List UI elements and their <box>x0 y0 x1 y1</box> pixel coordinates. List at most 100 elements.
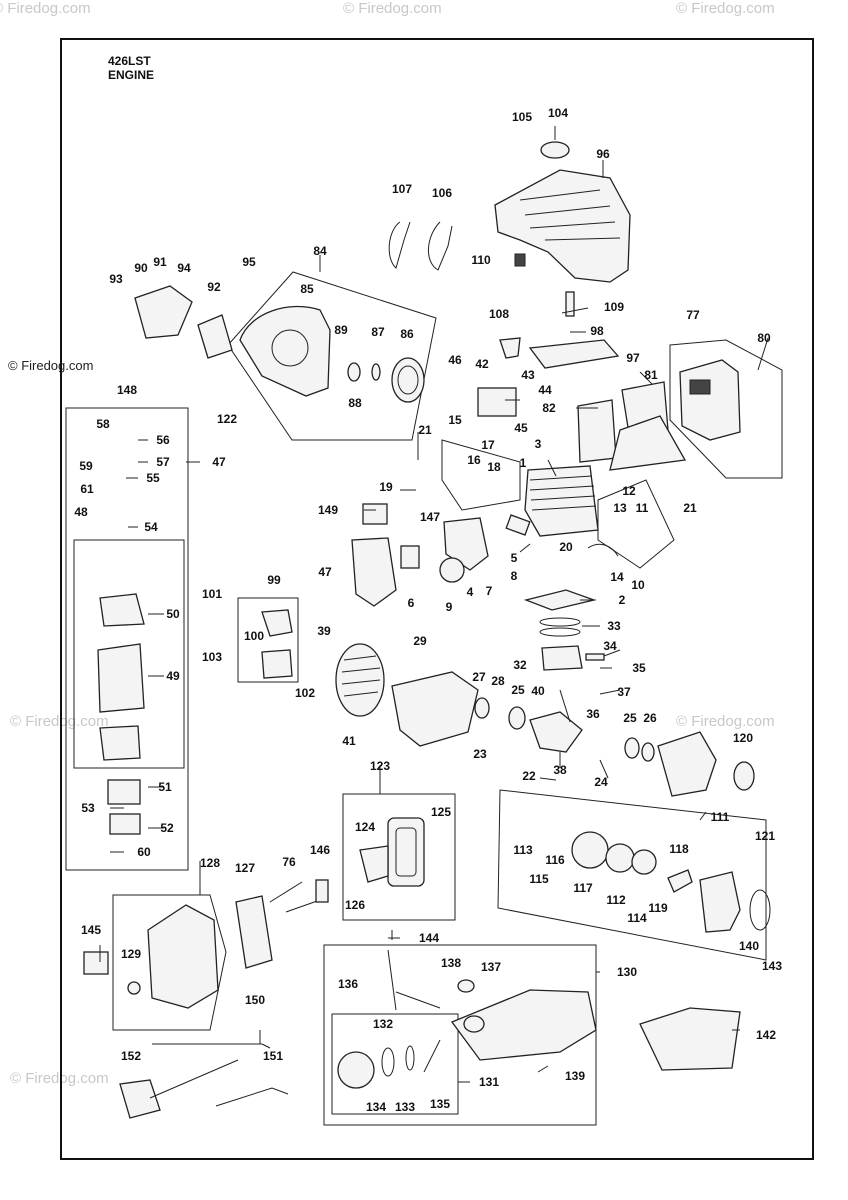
group-131-box <box>331 1013 459 1115</box>
gasket-part <box>400 545 420 569</box>
callout-86: 86 <box>400 327 414 341</box>
callout-88: 88 <box>348 396 362 410</box>
pawl-part <box>261 649 293 679</box>
group-15-box <box>441 439 521 511</box>
callout-91: 91 <box>153 255 167 269</box>
callout-95: 95 <box>242 255 256 269</box>
callout-92: 92 <box>207 280 221 294</box>
callout-13: 13 <box>613 501 627 515</box>
pawl-part <box>261 609 293 637</box>
callout-121: 121 <box>754 829 776 843</box>
callout-132: 132 <box>372 1017 394 1031</box>
seal-cover-part <box>733 761 755 791</box>
callout-127: 127 <box>234 861 256 875</box>
air-filter-cover-part <box>147 904 219 1009</box>
callout-11: 11 <box>635 501 649 515</box>
callout-45: 45 <box>514 421 528 435</box>
callout-17: 17 <box>481 438 495 452</box>
intake-gasket-part <box>505 514 531 536</box>
callout-112: 112 <box>606 893 626 907</box>
group-111-box <box>497 789 767 961</box>
callout-149: 149 <box>317 503 339 517</box>
callout-135: 135 <box>429 1097 451 1111</box>
fuel-cap-part <box>337 1051 375 1089</box>
callout-118: 118 <box>669 842 689 856</box>
callout-25: 25 <box>511 683 525 697</box>
callout-54: 54 <box>144 520 158 534</box>
callout-131: 131 <box>478 1075 500 1089</box>
callout-14: 14 <box>610 570 624 584</box>
callout-128: 128 <box>199 856 221 870</box>
callout-84: 84 <box>313 244 327 258</box>
muffler-part <box>679 359 741 441</box>
callout-9: 9 <box>445 600 453 614</box>
callout-89: 89 <box>334 323 348 337</box>
model-number: 426LST <box>108 54 151 68</box>
callout-129: 129 <box>120 947 142 961</box>
callout-80: 80 <box>757 331 771 345</box>
callout-7: 7 <box>485 584 493 598</box>
callout-42: 42 <box>475 357 489 371</box>
leader-lines <box>99 126 769 1083</box>
grommet-part <box>514 253 526 267</box>
callout-90: 90 <box>134 261 148 275</box>
callout-137: 137 <box>480 960 502 974</box>
callout-19: 19 <box>379 480 393 494</box>
callout-57: 57 <box>156 455 170 469</box>
callout-38: 38 <box>553 763 567 777</box>
callout-18: 18 <box>487 460 501 474</box>
callout-85: 85 <box>300 282 314 296</box>
callout-12: 12 <box>622 484 636 498</box>
callout-133: 133 <box>394 1100 416 1114</box>
callout-134: 134 <box>365 1100 387 1114</box>
knob-part <box>127 981 141 995</box>
callout-136: 136 <box>337 977 359 991</box>
flywheel-part <box>335 643 385 717</box>
group-99-box <box>237 597 299 683</box>
clutch-drum-part <box>391 357 425 403</box>
callout-24: 24 <box>594 775 608 789</box>
callout-114: 114 <box>627 911 647 925</box>
elbow-fitting-part <box>499 337 521 359</box>
callout-27: 27 <box>472 670 486 684</box>
callout-148: 148 <box>116 383 138 397</box>
callout-34: 34 <box>603 639 617 653</box>
starter-housing-part <box>699 871 741 933</box>
callout-53: 53 <box>81 801 95 815</box>
group-10-box <box>597 479 675 569</box>
callout-52: 52 <box>160 821 174 835</box>
carburetor-part <box>351 537 397 607</box>
callout-147: 147 <box>419 510 441 524</box>
callout-96: 96 <box>596 147 610 161</box>
callout-46: 46 <box>448 353 462 367</box>
bearing-part <box>508 706 526 730</box>
handle-bracket-part <box>134 285 193 339</box>
group-123-box <box>342 793 456 921</box>
wrench-handle-part <box>149 1059 239 1099</box>
callout-107: 107 <box>391 182 413 196</box>
carb-gasket-part <box>99 593 145 627</box>
starter-pulley-part <box>571 831 609 869</box>
filter-bracket-part <box>359 845 389 883</box>
group-77-box <box>669 339 783 479</box>
callout-103: 103 <box>201 650 223 664</box>
callout-150: 150 <box>244 993 266 1007</box>
callout-143: 143 <box>761 959 783 973</box>
callout-50: 50 <box>166 607 180 621</box>
callout-5: 5 <box>510 551 518 565</box>
watermark: © Firedog.com <box>676 0 775 17</box>
callout-2: 2 <box>618 593 626 607</box>
callout-33: 33 <box>607 619 621 633</box>
callout-21: 21 <box>683 501 697 515</box>
reed-part <box>439 557 465 583</box>
callout-98: 98 <box>590 324 604 338</box>
callout-55: 55 <box>146 471 160 485</box>
ignition-coil-part <box>477 387 517 417</box>
bracket-part <box>315 879 329 903</box>
oil-seal-part <box>641 742 655 762</box>
callout-104: 104 <box>547 106 569 120</box>
callout-58: 58 <box>96 417 110 431</box>
callout-106: 106 <box>431 186 453 200</box>
callout-61: 61 <box>80 482 94 496</box>
callout-15: 15 <box>448 413 462 427</box>
